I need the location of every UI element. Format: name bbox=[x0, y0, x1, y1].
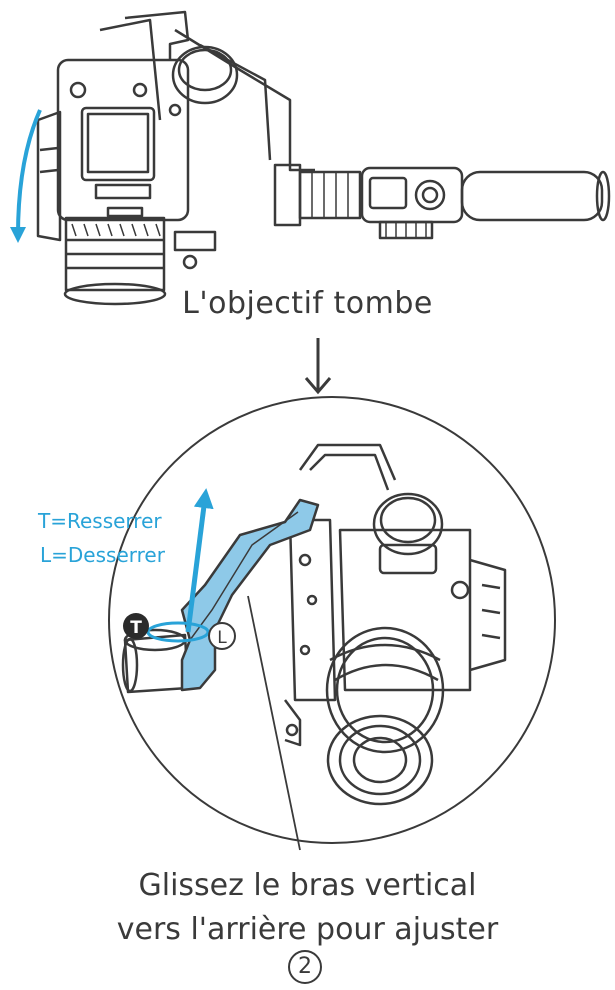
loosen-knob-icon: L bbox=[208, 622, 236, 650]
detail-circle bbox=[108, 396, 556, 844]
tighten-knob-icon: T bbox=[123, 613, 149, 639]
tighten-letter: T bbox=[130, 618, 142, 638]
gimbal-top-illustration bbox=[36, 10, 611, 306]
down-arrow-icon bbox=[304, 338, 332, 395]
lens-falls-caption: L'objectif tombe bbox=[182, 286, 433, 321]
tighten-label: T=Resserrer bbox=[38, 509, 162, 533]
gimbal-detail-illustration bbox=[121, 443, 507, 806]
step-number-badge: 2 bbox=[288, 950, 322, 984]
slide-up-arrow-icon bbox=[185, 488, 214, 633]
instruction-line-2: vers l'arrière pour ajuster bbox=[116, 912, 499, 947]
loosen-letter: L bbox=[217, 628, 227, 648]
knob-rotation-indicator bbox=[146, 621, 210, 643]
instruction-line-1: Glissez le bras vertical bbox=[138, 868, 477, 903]
leader-line bbox=[247, 595, 301, 851]
rotation-arrow-icon bbox=[10, 109, 42, 243]
loosen-label: L=Desserrer bbox=[40, 543, 165, 567]
